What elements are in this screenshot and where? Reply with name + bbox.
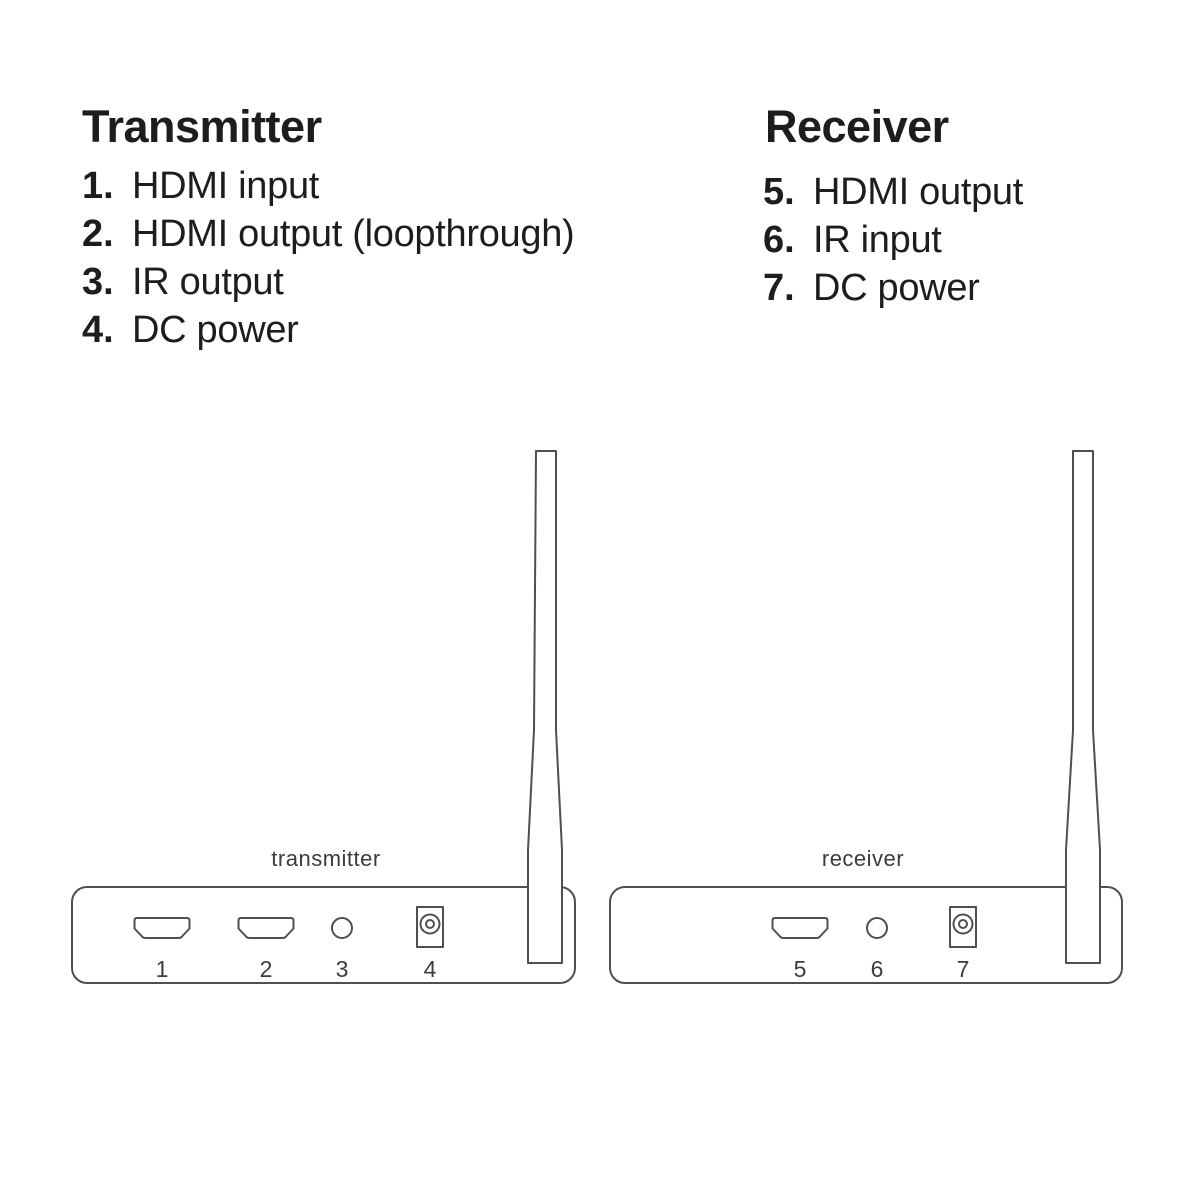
receiver-port-list: 5. HDMI output 6. IR input 7. DC power [763,168,1023,312]
list-item: 4. DC power [82,306,574,354]
item-number: 7. [763,267,795,309]
port-number: 2 [260,956,273,982]
item-label: HDMI input [132,165,320,207]
hdmi-port-1-icon [133,917,191,939]
list-item: 2. HDMI output (loopthrough) [82,210,575,258]
list-item: 3. IR output [82,258,574,306]
item-number: 6. [763,219,795,261]
dc-jack-7-icon [949,906,977,948]
receiver-antenna [1065,450,1101,964]
transmitter-chassis [71,886,576,984]
item-label: DC power [132,309,299,351]
port-number: 6 [871,956,884,982]
list-item: 6. IR input [763,216,1023,264]
transmitter-heading: Transmitter [82,101,322,152]
receiver-unit: receiver 5 6 7 [609,450,1123,984]
port-number: 1 [156,956,169,982]
hdmi-port-2-icon [237,917,295,939]
item-label: HDMI output [813,171,1024,213]
item-number: 2. [82,213,114,255]
receiver-heading: Receiver [765,101,949,152]
diagram-svg: transmitter 1 2 3 4 [71,450,1123,984]
item-label: DC power [813,267,980,309]
item-label: IR output [132,261,284,303]
list-item: 5. HDMI output [763,168,1023,216]
item-label: IR input [813,219,942,261]
transmitter-port-list: 1. HDMI input 2. HDMI output (loopthroug… [82,162,575,354]
dc-jack-4-icon [416,906,444,948]
list-item: 1. HDMI input [82,162,574,210]
receiver-unit-label: receiver [822,846,904,871]
item-label: HDMI output (loopthrough) [132,213,575,255]
hdmi-port-5-icon [771,917,829,939]
port-number: 4 [424,956,437,982]
item-number: 1. [82,165,114,207]
transmitter-antenna [527,450,563,964]
device-rear-panel-diagram: transmitter 1 2 3 4 [0,440,1200,1000]
transmitter-unit: transmitter 1 2 3 4 [71,450,576,984]
port-number: 7 [957,956,970,982]
list-item: 7. DC power [763,264,1023,312]
ir-jack-3-icon [331,917,353,939]
transmitter-unit-label: transmitter [271,846,380,871]
item-number: 3. [82,261,114,303]
ir-jack-6-icon [866,917,888,939]
item-number: 5. [763,171,795,213]
port-number: 3 [336,956,349,982]
receiver-chassis [609,886,1123,984]
item-number: 4. [82,309,114,351]
port-number: 5 [794,956,807,982]
